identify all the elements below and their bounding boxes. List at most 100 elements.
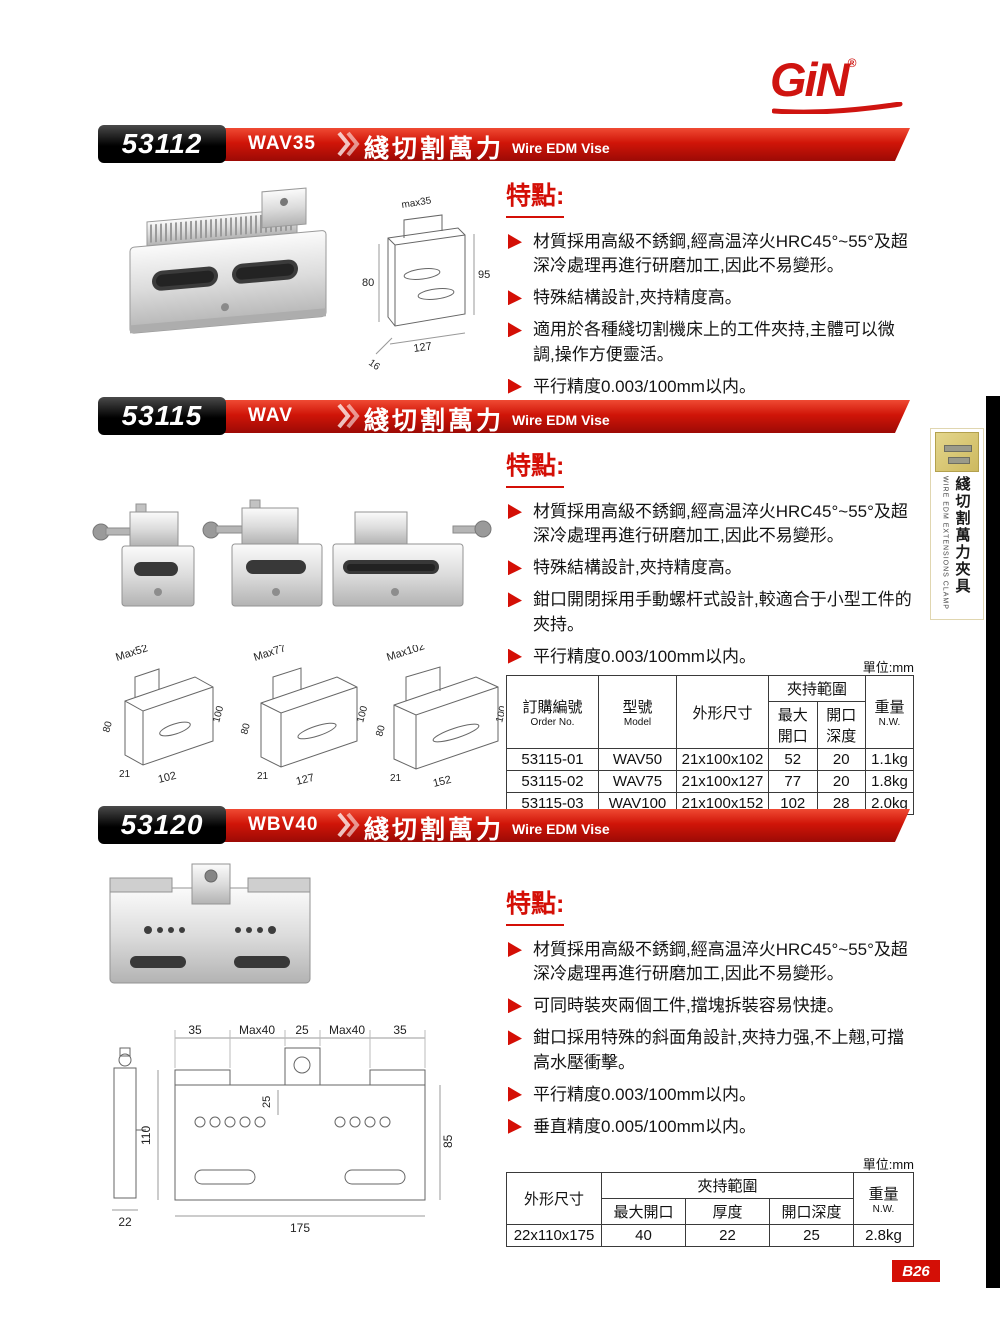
cell-dims: 21x100x102 <box>676 748 769 771</box>
cell-opening-depth: 20 <box>816 770 866 793</box>
feature-text: 可同時裝夾兩個工件,擋塊拆裝容易快捷。 <box>533 996 844 1016</box>
bullet-arrow-icon <box>508 592 522 608</box>
section-title-zh: 綫切割萬力 <box>364 407 505 435</box>
dim-label: 22 <box>118 1215 132 1229</box>
feature-text: 鉗口採用特殊的斜面角設計,夾持力强,不上翹,可擋高水壓衝擊。 <box>533 1028 905 1072</box>
feature-item: 適用於各種綫切割機床上的工件夾持,主體可以微調,操作方便靈活。 <box>506 318 916 366</box>
chevron-icon <box>337 403 360 429</box>
model-code-53115: WAV <box>248 405 293 426</box>
feature-text: 材質採用高級不銹鋼,經高温淬火HRC45°~55°及超深冷處理再進行研磨加工,因… <box>533 502 908 546</box>
cell-opening-depth: 20 <box>816 748 866 771</box>
cell-order-no: 53115-01 <box>506 748 599 771</box>
header-en: N.W. <box>878 717 901 728</box>
feature-text: 平行精度0.003/100mm以内。 <box>533 376 756 396</box>
order-number-53112: 53112 <box>98 125 226 163</box>
table-row: 53115-02 WAV75 21x100x127 77 20 1.8kg <box>506 770 914 793</box>
tech-drawing-53112: max35 95 80 127 16 <box>362 195 490 370</box>
dim-label: 80 <box>239 722 253 736</box>
cell-max-opening: 77 <box>768 770 818 793</box>
bullet-arrow-icon <box>508 942 522 957</box>
dim-label: Max40 <box>239 1023 275 1037</box>
header-zh: 型號 <box>622 699 653 716</box>
features-heading: 特點: <box>506 176 565 218</box>
dim-label: 102 <box>157 770 178 786</box>
subheader-opening-depth: 開口深度 <box>769 1198 854 1225</box>
right-edge-bar <box>986 396 1000 1288</box>
dim-label: 100 <box>494 704 504 723</box>
section-banner-53120: 53120 WBV40 綫切割萬力 Wire EDM Vise <box>98 806 910 844</box>
table-header-row: 訂購編號 Order No. 型號 Model 外形尺寸 夾持範圍 重量 N.W… <box>506 675 914 749</box>
subheader-thickness: 厚度 <box>685 1198 770 1225</box>
dim-label: 21 <box>390 773 402 784</box>
features-heading: 特點: <box>506 446 565 488</box>
tech-drawing-wav75: Max77 100 80 21 127 <box>239 645 367 788</box>
dim-label: 35 <box>393 1023 407 1037</box>
tech-drawing-wav100: Max102 100 80 21 152 <box>374 645 504 790</box>
header-en: Model <box>623 717 652 728</box>
header-en: N.W. <box>872 1203 895 1215</box>
cell-dims: 21x100x127 <box>676 770 769 793</box>
bullet-arrow-icon <box>508 1118 522 1134</box>
col-header-dims: 外形尺寸 <box>676 675 769 749</box>
header-zh: 重量 <box>874 699 905 716</box>
subheader-max-opening: 最大開口 <box>768 701 818 749</box>
feature-item: 特殊結構設計,夾持精度高。 <box>506 286 916 310</box>
feature-text: 垂直精度0.005/100mm以内。 <box>533 1116 756 1136</box>
vise-photo-wav50 <box>92 503 195 607</box>
feature-item: 鉗口開閉採用手動螺杆式設計,較適合于小型工件的夾持。 <box>506 588 916 636</box>
feature-item: 材質採用高級不銹鋼,經高温淬火HRC45°~55°及超深冷處理再進行研磨加工,因… <box>506 938 916 986</box>
cell-thickness: 22 <box>685 1224 770 1247</box>
dim-label: 100 <box>211 704 226 723</box>
features-heading: 特點: <box>506 884 565 926</box>
cell-model: WAV75 <box>598 770 677 793</box>
feature-text: 鉗口開閉採用手動螺杆式設計,較適合于小型工件的夾持。 <box>533 590 912 634</box>
dim-label: 127 <box>295 772 316 788</box>
brand-logo: GiN® <box>770 56 915 120</box>
unit-label: 單位:mm <box>862 1157 914 1172</box>
bullet-arrow-icon <box>508 1086 522 1102</box>
header-en: Order No. <box>530 717 575 728</box>
registered-mark: ® <box>847 56 857 70</box>
dim-label: 175 <box>290 1221 310 1235</box>
feature-item: 材質採用高級不銹鋼,經高温淬火HRC45°~55°及超深冷處理再進行研磨加工,因… <box>506 230 916 278</box>
bullet-arrow-icon <box>508 234 522 249</box>
feature-text: 平行精度0.003/100mm以内。 <box>533 1084 756 1104</box>
dim-label: 80 <box>374 724 388 738</box>
section-banner-53115: 53115 WAV 綫切割萬力 Wire EDM Vise <box>98 397 910 435</box>
col-header-weight: 重量 N.W. <box>853 1172 914 1225</box>
col-header-range: 夾持範圍 <box>768 675 866 702</box>
col-header-range: 夾持範圍 <box>601 1172 854 1199</box>
vise-photo-wav75 <box>202 499 323 607</box>
dim-label: 35 <box>188 1023 202 1037</box>
cell-model: WAV50 <box>598 748 677 771</box>
section-title-en: Wire EDM Vise <box>512 140 610 156</box>
spec-table-53115: 訂購編號 Order No. 型號 Model 外形尺寸 夾持範圍 重量 N.W… <box>506 675 914 815</box>
section-title-zh: 綫切割萬力 <box>364 816 505 844</box>
dim-label: 127 <box>413 341 433 355</box>
cell-weight: 2.8kg <box>853 1224 914 1247</box>
side-tab-label-zh: 綫切割萬力夾具 <box>953 476 971 595</box>
dim-label: 80 <box>101 720 115 734</box>
vise-photo-wav100 <box>332 511 492 607</box>
banner-red-band <box>106 809 910 842</box>
dim-label: Max52 <box>114 645 149 664</box>
vise-photo-53120 <box>109 863 311 984</box>
chevron-icon <box>337 131 360 157</box>
section-banner-53112: 53112 WAV35 綫切割萬力 Wire EDM Vise <box>98 125 910 163</box>
bullet-arrow-icon <box>508 378 522 394</box>
dim-label: 85 <box>441 1134 455 1148</box>
col-header-model: 型號 Model <box>598 675 677 749</box>
section-title-zh: 綫切割萬力 <box>364 135 505 163</box>
dim-label: 110 <box>139 1126 153 1145</box>
chevron-icon <box>337 812 360 838</box>
feature-item: 特殊結構設計,夾持精度高。 <box>506 556 916 580</box>
vise-photo-53112 <box>129 187 327 334</box>
tech-drawing-53120: 35 Max40 25 Max40 35 25 110 85 175 22 <box>112 1023 455 1235</box>
unit-label: 單位:mm <box>862 660 914 675</box>
dim-label: 25 <box>261 1096 273 1108</box>
col-header-weight: 重量 N.W. <box>865 675 914 749</box>
cell-opening-depth: 25 <box>769 1224 854 1247</box>
feature-item: 平行精度0.003/100mm以内。 <box>506 1083 916 1107</box>
section-title-en: Wire EDM Vise <box>512 821 610 837</box>
